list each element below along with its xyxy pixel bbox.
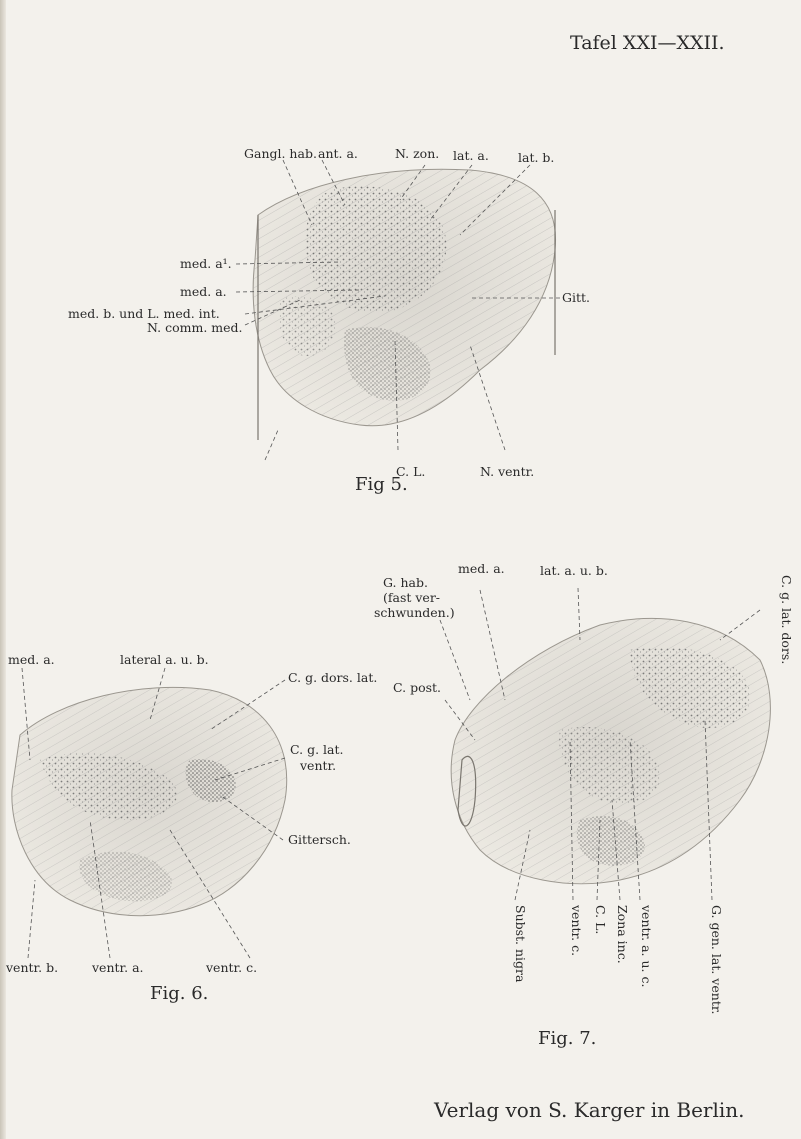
fig5-drawing bbox=[235, 159, 560, 461]
fig5-label-gitt: Gitt. bbox=[562, 290, 591, 305]
fig5-label-ant-a: ant. a. bbox=[318, 146, 358, 161]
fig7-label-c-l: C. L. bbox=[593, 905, 608, 935]
fig6-label-lateral: lateral a. u. b. bbox=[120, 652, 209, 667]
fig7-label-g-gen-lat: G. gen. lat. ventr. bbox=[709, 905, 724, 1015]
fig6-label-ventr-a: ventr. a. bbox=[92, 960, 144, 975]
fig7-label-subst-nigra: Subst. nigra bbox=[513, 905, 528, 983]
fig5-label-med-b: med. b. und L. med. int. bbox=[68, 306, 220, 321]
fig6-label-ventr-c: ventr. c. bbox=[206, 960, 258, 975]
fig7-label-g-hab: G. hab. bbox=[383, 575, 428, 590]
fig7-label-med-a: med. a. bbox=[458, 561, 505, 576]
fig7-label-schwunden: schwunden.) bbox=[374, 605, 455, 620]
fig7-drawing bbox=[439, 587, 771, 901]
fig7-label-c-g-lat-dors: C. g. lat. dors. bbox=[779, 575, 794, 665]
fig5-label-gangl-hab: Gangl. hab. bbox=[244, 146, 317, 161]
fig6-drawing bbox=[11, 667, 288, 959]
fig6-label-med-a: med. a. bbox=[8, 652, 55, 667]
fig5-label-med-a: med. a. bbox=[180, 284, 227, 299]
fig5-label-med-a1: med. a¹. bbox=[180, 256, 232, 271]
fig7-label-ventr-c: ventr. c. bbox=[569, 905, 584, 957]
fig7-label-zona-inc: Zona inc. bbox=[615, 905, 630, 964]
fig6-label-cg-dors: C. g. dors. lat. bbox=[288, 670, 378, 685]
page-edge-shadow bbox=[0, 0, 6, 1139]
fig7-label-fast: (fast ver- bbox=[383, 590, 441, 605]
fig5-label-n-zon: N. zon. bbox=[395, 146, 440, 161]
fig5-label-lat-b: lat. b. bbox=[518, 150, 555, 165]
fig6-caption: Fig. 6. bbox=[150, 983, 209, 1004]
publisher-line: Verlag von S. Karger in Berlin. bbox=[434, 1098, 745, 1122]
plate-title: Tafel XXI—XXII. bbox=[570, 32, 725, 54]
fig5-label-c-l: C. L. bbox=[396, 464, 426, 479]
fig5-label-n-ventr: N. ventr. bbox=[480, 464, 535, 479]
fig7-caption: Fig. 7. bbox=[538, 1028, 597, 1049]
fig5-label-n-comm: N. comm. med. bbox=[147, 320, 243, 335]
fig6-label-ventr-b: ventr. b. bbox=[6, 960, 59, 975]
fig7-label-lat-ab: lat. a. u. b. bbox=[540, 563, 608, 578]
fig6-label-ventr: ventr. bbox=[300, 758, 337, 773]
fig7-label-c-post: C. post. bbox=[393, 680, 442, 695]
fig5-caption: Fig 5. bbox=[355, 474, 408, 495]
fig6-label-gittersch: Gittersch. bbox=[288, 832, 351, 847]
fig5-label-lat-a: lat. a. bbox=[453, 148, 489, 163]
fig7-label-ventr-abc: ventr. a. u. c. bbox=[639, 905, 654, 988]
fig6-label-cg-lat: C. g. lat. bbox=[290, 742, 344, 757]
